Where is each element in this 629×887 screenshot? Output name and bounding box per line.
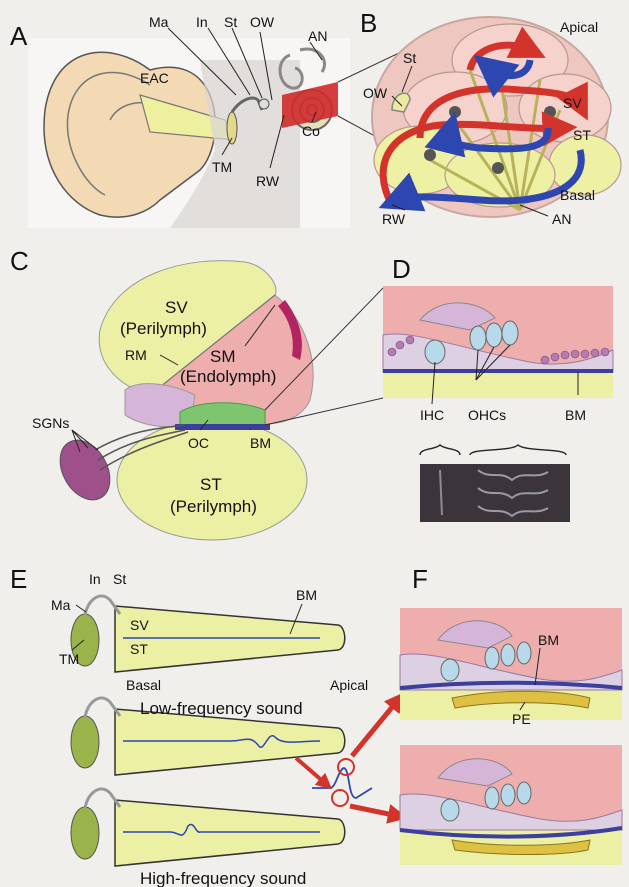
label-incus: In: [196, 14, 208, 30]
label-stapes: St: [224, 14, 237, 30]
label-perilymph-sv: (Perilymph): [120, 319, 207, 338]
label-basilar-membrane-d: BM: [565, 407, 586, 423]
label-basilar-membrane-f: BM: [538, 632, 559, 648]
label-auditory-nerve-b: AN: [552, 211, 571, 227]
label-auditory-nerve: AN: [308, 28, 327, 44]
label-ohcs: OHCs: [468, 407, 506, 423]
label-scala-tympani-b: ST: [573, 127, 591, 143]
label-basal-e: Basal: [126, 677, 161, 693]
caption-low-frequency: Low-frequency sound: [140, 699, 303, 718]
label-reissners-membrane: RM: [125, 347, 147, 363]
label-cochlea: Co: [302, 123, 320, 139]
organ-of-corti-f-bottom: [400, 745, 622, 865]
panel-b: B Apical St OW SV ST Basal RW AN: [360, 8, 621, 227]
label-apical-e: Apical: [330, 677, 368, 693]
label-stapes-e: St: [113, 571, 126, 587]
label-scala-vestibuli-b: SV: [563, 95, 582, 111]
panel-c: C SV (Perilymph) RM SM (Endolymph) SGNs …: [10, 246, 383, 540]
panel-e-letter: E: [10, 564, 27, 594]
label-ihc: IHC: [420, 407, 444, 423]
label-organ-of-corti: OC: [188, 435, 209, 451]
label-scala-media: SM: [210, 347, 236, 366]
label-scala-tympani: ST: [200, 475, 222, 494]
panel-f-letter: F: [412, 564, 428, 594]
label-malleus-e: Ma: [51, 597, 71, 613]
traveling-wave-icon: [312, 759, 372, 806]
label-basilar-membrane-c: BM: [250, 435, 271, 451]
organ-of-corti-f-top: [400, 608, 622, 720]
label-oval-window-b: OW: [363, 85, 388, 101]
panel-f: F BM PE: [400, 564, 622, 865]
label-tympanic-membrane-e: TM: [59, 651, 79, 667]
label-perilymph-st: (Perilymph): [170, 497, 257, 516]
panel-b-letter: B: [360, 8, 377, 38]
panel-e: E In St Ma TM SV ST BM Basal Apical Low-…: [10, 564, 398, 887]
label-stapes-b: St: [403, 50, 416, 66]
label-endolymph: (Endolymph): [180, 367, 276, 386]
label-basilar-membrane-e: BM: [296, 587, 317, 603]
panel-d: D IHC OHCs BM: [383, 254, 613, 522]
panel-d-letter: D: [392, 254, 411, 284]
label-basal: Basal: [560, 187, 595, 203]
label-apical: Apical: [560, 19, 598, 35]
label-malleus: Ma: [149, 14, 169, 30]
label-scala-tympani-e: ST: [130, 641, 148, 657]
label-incus-e: In: [89, 571, 101, 587]
label-oval-window: OW: [250, 14, 275, 30]
uncoiled-cochlea-icon: [115, 606, 345, 866]
label-round-window: RW: [256, 173, 280, 189]
label-tympanic-membrane: TM: [212, 159, 232, 175]
panel-c-letter: C: [10, 246, 29, 276]
label-scala-vestibuli-e: SV: [130, 617, 149, 633]
label-scala-vestibuli: SV: [165, 298, 188, 317]
label-ear-canal: EAC: [140, 70, 169, 86]
middle-ear-icons: [71, 596, 120, 859]
caption-high-frequency: High-frequency sound: [140, 869, 306, 887]
label-pe: PE: [512, 711, 531, 727]
label-round-window-b: RW: [382, 211, 406, 227]
label-sgns: SGNs: [32, 415, 69, 431]
panel-a-letter: A: [10, 21, 28, 51]
